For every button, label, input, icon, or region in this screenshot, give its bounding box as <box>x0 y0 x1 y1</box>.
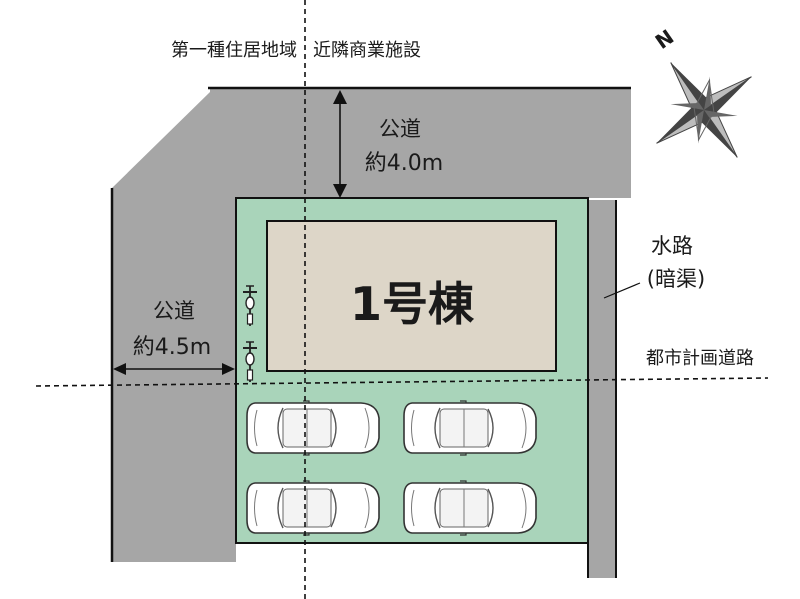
waterway-strip <box>588 200 616 578</box>
building-footprint <box>266 220 557 372</box>
road-left-name: 公道 <box>153 299 195 323</box>
waterway-sub: (暗渠) <box>647 267 705 291</box>
compass-icon <box>656 62 752 158</box>
road-top-name: 公道 <box>379 117 421 141</box>
zone-left-label: 第一種住居地域 <box>171 40 297 61</box>
car-3 <box>246 480 380 536</box>
car-2 <box>403 400 537 456</box>
zone-right-label: 近隣商業施設 <box>313 40 421 61</box>
road-left-arrow-right <box>222 363 235 375</box>
road-left-width: 約4.5m <box>133 335 211 360</box>
road-top-arrow-up <box>333 90 347 104</box>
road-left-arrow-left <box>113 363 126 375</box>
planned-road-label: 都市計画道路 <box>646 348 754 369</box>
car-1 <box>246 400 380 456</box>
waterway-name: 水路 <box>651 234 693 258</box>
car-4 <box>403 480 537 536</box>
building-label: 1号棟 <box>350 277 475 331</box>
road-top-left <box>112 88 631 562</box>
road-top-width: 約4.0m <box>365 151 443 176</box>
road-top-arrow-down <box>333 184 347 198</box>
waterway-leader <box>603 282 641 299</box>
north-mark: N <box>651 25 678 54</box>
